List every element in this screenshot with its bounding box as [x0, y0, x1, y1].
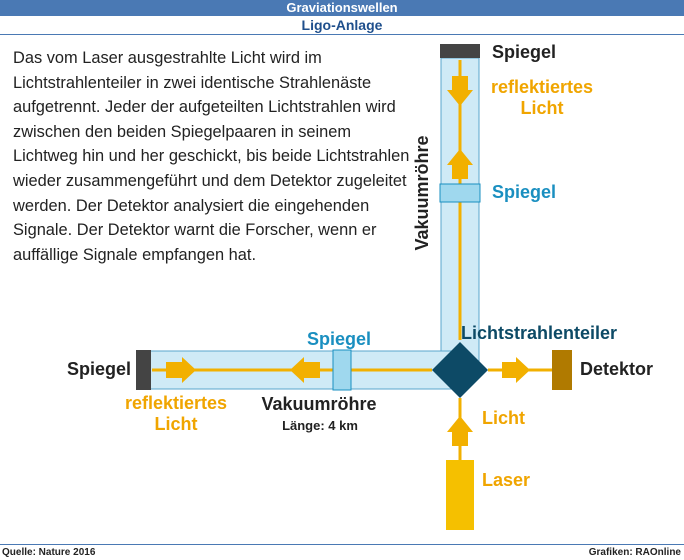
label-reflected-left-1: reflektiertes — [125, 393, 227, 413]
arrow-up-vertical — [447, 149, 473, 179]
arrow-up-laser — [447, 416, 473, 446]
arrow-down-top — [447, 76, 473, 106]
label-vacuum-vertical: Vakuumröhre — [412, 135, 432, 250]
label-laser: Laser — [482, 470, 530, 490]
label-mirror-top: Spiegel — [492, 42, 556, 62]
footer-credit: Grafiken: RAOnline — [588, 547, 681, 558]
footer-source: Quelle: Nature 2016 — [2, 547, 96, 558]
mirror-mid-horizontal — [332, 349, 352, 391]
label-length: Länge: 4 km — [282, 418, 358, 433]
label-mirror-mid-vertical: Spiegel — [492, 182, 556, 202]
arrow-left-mid-segment — [290, 357, 320, 383]
label-mirror-left: Spiegel — [67, 359, 131, 379]
label-reflected-top-2: Licht — [521, 98, 564, 118]
header-title: Graviationswellen — [0, 0, 684, 16]
label-light: Licht — [482, 408, 525, 428]
detector — [552, 350, 572, 390]
label-vacuum-horizontal: Vakuumröhre — [261, 394, 376, 414]
beam-splitter — [432, 342, 488, 398]
label-detector: Detektor — [580, 359, 653, 379]
arrow-right-left-segment — [166, 357, 196, 383]
header-subtitle: Ligo-Anlage — [0, 16, 684, 35]
laser — [446, 460, 474, 530]
description-text: Das vom Laser ausgestrahlte Licht wird i… — [13, 49, 410, 264]
label-reflected-left-2: Licht — [155, 414, 198, 434]
mirror-mid-vertical — [439, 183, 481, 203]
label-mirror-mid-horizontal: Spiegel — [307, 329, 371, 349]
footer-divider — [0, 544, 684, 545]
label-reflected-top-1: reflektiertes — [491, 77, 593, 97]
label-beam-splitter: Lichtstrahlenteiler — [461, 323, 617, 343]
mirror-top — [440, 44, 480, 58]
mirror-left — [136, 350, 151, 390]
arrow-right-detector — [502, 357, 530, 383]
